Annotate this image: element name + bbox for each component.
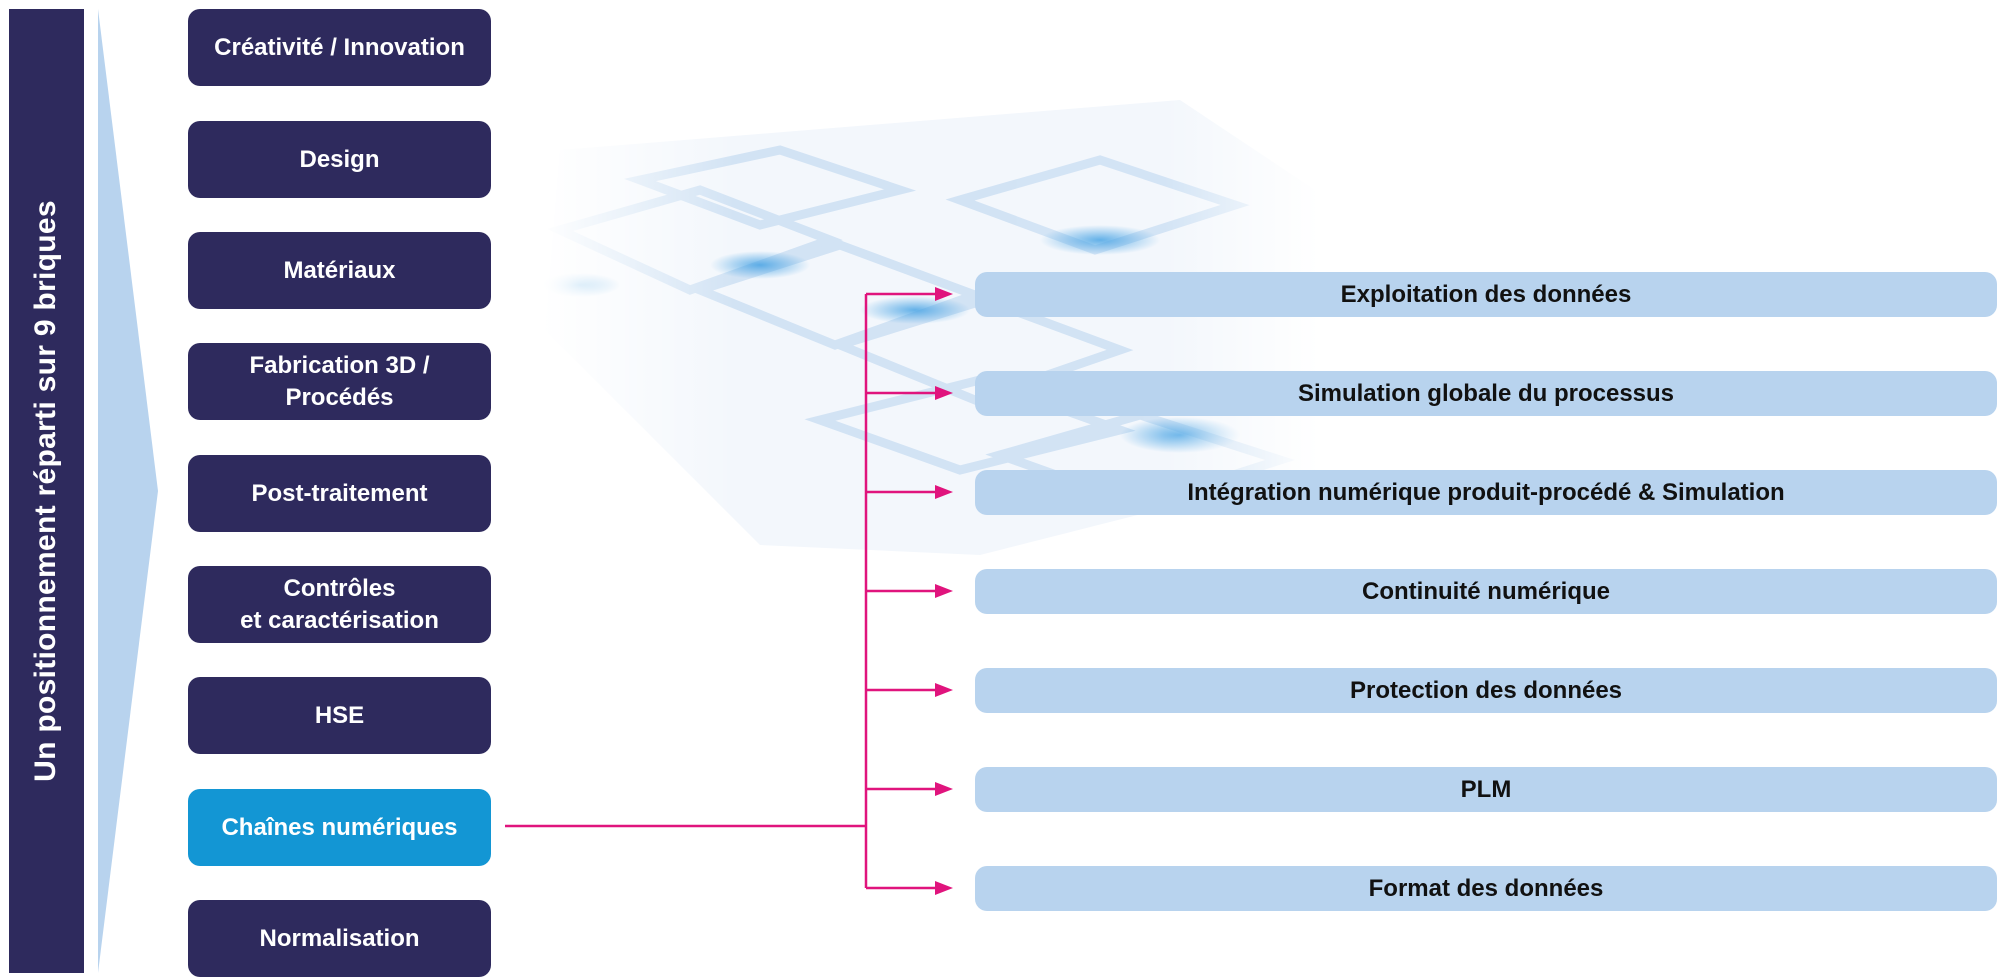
- brick-chaines-numeriques-active[interactable]: Chaînes numériques: [188, 789, 491, 866]
- brick[interactable]: Matériaux: [188, 232, 491, 309]
- branch-item[interactable]: Protection des données: [975, 668, 1997, 713]
- wedge-arrow: [98, 9, 158, 973]
- arrowhead-icon: [935, 386, 953, 400]
- arrowhead-icon: [935, 881, 953, 895]
- wedge-shape: [98, 9, 158, 973]
- brick[interactable]: Contrôles et caractérisation: [188, 566, 491, 643]
- brick[interactable]: Créativité / Innovation: [188, 9, 491, 86]
- branch-item[interactable]: Exploitation des données: [975, 272, 1997, 317]
- arrowhead-icon: [935, 683, 953, 697]
- brick[interactable]: Fabrication 3D / Procédés: [188, 343, 491, 420]
- vertical-title-band: [9, 9, 84, 973]
- branch-item[interactable]: Continuité numérique: [975, 569, 1997, 614]
- branch-item[interactable]: Intégration numérique produit-procédé & …: [975, 470, 1997, 515]
- arrowhead-icon: [935, 782, 953, 796]
- arrowhead-icon: [935, 287, 953, 301]
- branch-item[interactable]: Simulation globale du processus: [975, 371, 1997, 416]
- brick[interactable]: Post-traitement: [188, 455, 491, 532]
- arrowhead-icon: [935, 485, 953, 499]
- brick[interactable]: Design: [188, 121, 491, 198]
- brick[interactable]: HSE: [188, 677, 491, 754]
- brick[interactable]: Normalisation: [188, 900, 491, 977]
- branch-item[interactable]: Format des données: [975, 866, 1997, 911]
- arrowhead-icon: [935, 584, 953, 598]
- branch-item[interactable]: PLM: [975, 767, 1997, 812]
